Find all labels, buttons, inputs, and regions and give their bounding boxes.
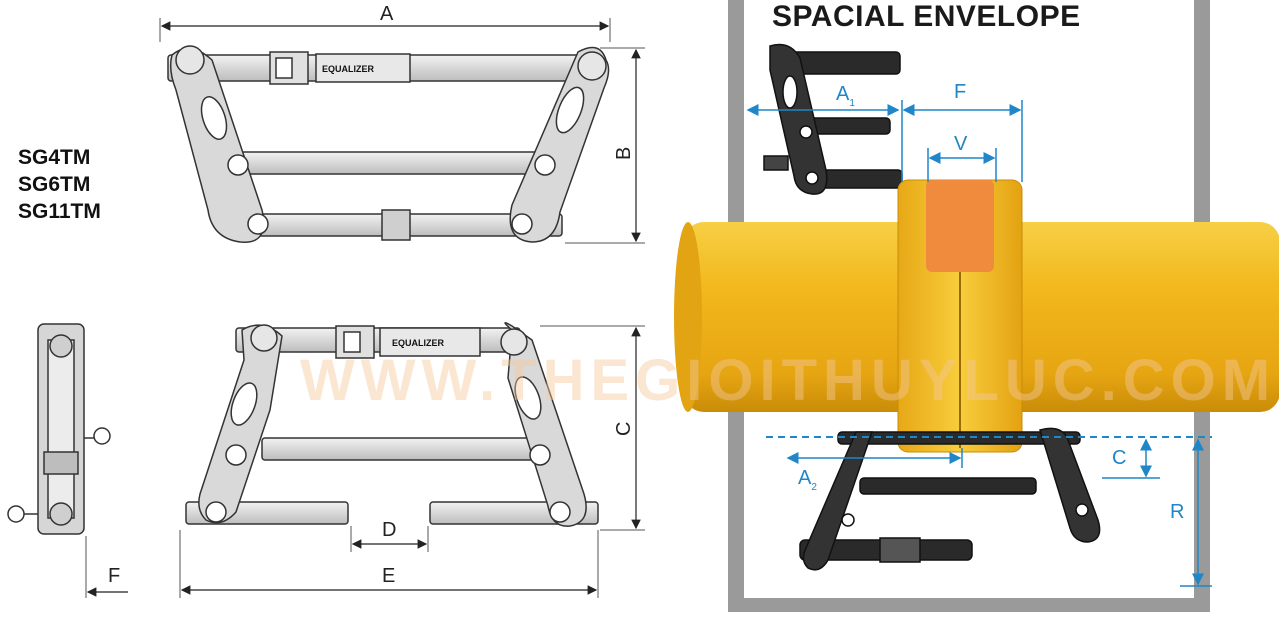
dim-label-c: C: [613, 422, 635, 436]
brand-label: EQUALIZER: [322, 64, 375, 74]
model-list: SG4TM SG6TM SG11TM: [18, 144, 101, 225]
dim-d-line: [350, 526, 429, 552]
dim-label-e: E: [382, 565, 395, 587]
dim-a2-line: [786, 448, 963, 468]
dim-label-f: F: [108, 565, 120, 587]
dim-f-right-line: [901, 100, 1023, 182]
brand-label: EQUALIZER: [392, 338, 445, 348]
tool-open-view: [185, 322, 599, 527]
dim-a-line: [159, 18, 611, 42]
dim-label-a: A: [380, 3, 394, 25]
spacial-envelope-title: SPACIAL ENVELOPE: [772, 0, 1081, 33]
model-label: SG6TM: [18, 173, 91, 196]
dim-label-d: D: [382, 519, 396, 541]
tool-edge-view: [7, 323, 111, 535]
tool-upper-clamp: [763, 43, 903, 195]
dim-b-line: [565, 47, 645, 244]
model-label: SG11TM: [18, 200, 101, 223]
dim-label-a2: A2: [798, 467, 817, 493]
tool-top-view: [167, 45, 610, 243]
dim-label-f-right: F: [954, 81, 966, 103]
dim-label-v: V: [954, 133, 968, 155]
dim-e-line: [179, 530, 599, 598]
dim-label-r: R: [1170, 501, 1184, 523]
dim-label-a1: A1: [836, 83, 855, 109]
dim-c-right-line: [1102, 438, 1160, 479]
dim-label-c-right: C: [1112, 447, 1126, 469]
watermark: WWW.THEGIOITHUYLUC.COM.VN: [300, 348, 1279, 413]
dim-v-line: [927, 148, 997, 182]
dim-f-line: [85, 536, 128, 598]
dim-c-line: [540, 325, 645, 531]
dim-label-b: B: [613, 147, 635, 160]
model-label: SG4TM: [18, 146, 91, 169]
dim-r-line: [1180, 438, 1212, 587]
